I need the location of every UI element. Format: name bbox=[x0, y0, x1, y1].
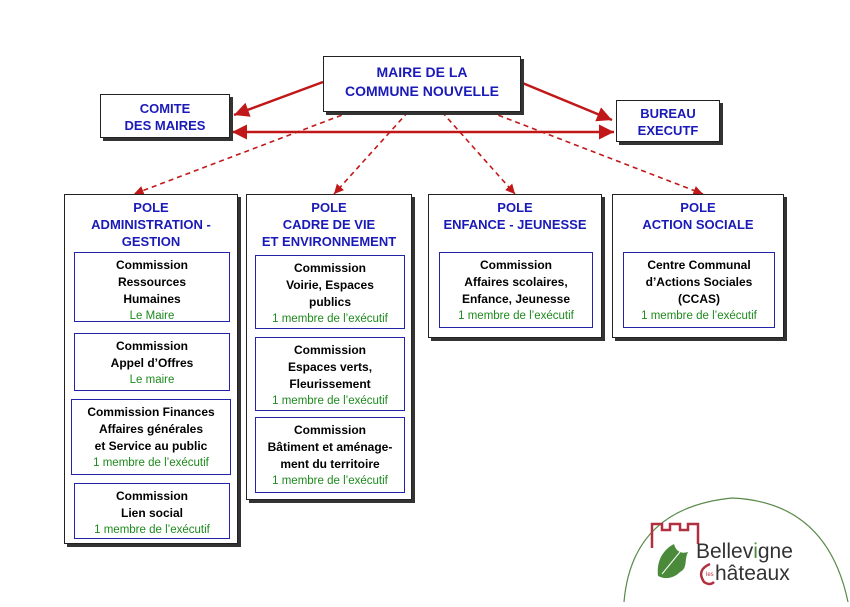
maire-line1: MAIRE DE LA bbox=[376, 64, 468, 80]
pole-action-sociale: POLE ACTION SOCIALE Centre Communal d’Ac… bbox=[612, 194, 784, 338]
commission-batiment: Commission Bâtiment et aménage- ment du … bbox=[255, 417, 405, 493]
bureau-line1: BUREAU bbox=[640, 106, 696, 121]
commission-text: Commission bbox=[115, 258, 188, 272]
pole-title-line: CADRE DE VIE bbox=[282, 217, 376, 232]
commission-ccas: Centre Communal d’Actions Sociales (CCAS… bbox=[623, 252, 775, 328]
logo-name-small: les bbox=[706, 572, 714, 578]
commission-text: Commission Finances bbox=[87, 405, 215, 419]
pole-cadre-de-vie: POLE CADRE DE VIE ET ENVIRONNEMENT Commi… bbox=[246, 194, 412, 500]
bureau-box: BUREAU EXECUTF bbox=[616, 100, 720, 142]
commission-finances: Commission Finances Affaires générales e… bbox=[71, 399, 231, 475]
arrow-maire-to-bureau bbox=[519, 80, 613, 122]
commission-member: Le maire bbox=[129, 374, 175, 386]
commission-member: 1 membre de l’exécutif bbox=[94, 524, 210, 536]
commission-text: Commission bbox=[479, 258, 552, 272]
commission-text: Espaces verts, bbox=[287, 360, 373, 374]
arrow-maire-to-comite bbox=[233, 80, 324, 117]
pole-title-line: POLE bbox=[133, 200, 169, 215]
commission-espaces-verts: Commission Espaces verts, Fleurissement … bbox=[255, 337, 405, 411]
commission-text: et Service au public bbox=[94, 439, 208, 453]
commission-member: 1 membre de l’exécutif bbox=[93, 457, 209, 469]
comite-line2: DES MAIRES bbox=[124, 118, 206, 133]
pole-title-line: ENFANCE - JEUNESSE bbox=[443, 217, 587, 232]
commission-text: Commission bbox=[293, 261, 366, 275]
pole-title-line: ADMINISTRATION - bbox=[91, 217, 211, 232]
commission-member: 1 membre de l’exécutif bbox=[272, 475, 388, 487]
commission-lien-social: Commission Lien social 1 membre de l’exé… bbox=[74, 483, 230, 539]
logo-graphic: Bellevigne les hâteaux bbox=[623, 497, 849, 603]
commission-text: Commission bbox=[293, 343, 366, 357]
commission-text: Fleurissement bbox=[289, 377, 371, 391]
commission-text: publics bbox=[308, 295, 351, 309]
commission-text: Centre Communal bbox=[647, 258, 751, 272]
logo-name1: Bellevigne bbox=[696, 540, 793, 563]
commission-appel-offres: Commission Appel d’Offres Le maire bbox=[74, 333, 230, 391]
commission-text: Lien social bbox=[120, 506, 184, 520]
commission-text: Commission bbox=[115, 489, 188, 503]
bureau-line2: EXECUTF bbox=[637, 123, 699, 138]
arrow-maire-to-pole-admin bbox=[133, 111, 351, 196]
commission-text: Ressources bbox=[117, 275, 187, 289]
pole-enfance-jeunesse: POLE ENFANCE - JEUNESSE Commission Affai… bbox=[428, 194, 602, 338]
pole-title-line: POLE bbox=[311, 200, 347, 215]
maire-line2: COMMUNE NOUVELLE bbox=[345, 83, 499, 99]
commission-voirie: Commission Voirie, Espaces publics 1 mem… bbox=[255, 255, 405, 329]
commission-member: 1 membre de l’exécutif bbox=[272, 313, 388, 325]
commission-text: Voirie, Espaces bbox=[286, 278, 374, 292]
pole-title-line: ET ENVIRONNEMENT bbox=[261, 234, 397, 249]
pole-title-line: GESTION bbox=[121, 234, 181, 249]
commission-text: d’Actions Sociales bbox=[645, 275, 753, 289]
logo-name2: hâteaux bbox=[715, 562, 790, 585]
commission-text: Appel d’Offres bbox=[110, 356, 194, 370]
commission-text: Enfance, Jeunesse bbox=[461, 292, 571, 306]
arrow-maire-to-pole-enfance bbox=[441, 111, 516, 195]
comite-line1: COMITE bbox=[139, 101, 191, 116]
arrow-maire-to-pole-social bbox=[489, 111, 704, 196]
commission-text: Affaires générales bbox=[98, 422, 204, 436]
maire-box: MAIRE DE LA COMMUNE NOUVELLE bbox=[323, 56, 521, 112]
pole-title-line: ACTION SOCIALE bbox=[642, 217, 754, 232]
pole-title-line: POLE bbox=[680, 200, 716, 215]
pole-administration: POLE ADMINISTRATION - GESTION Commission… bbox=[64, 194, 238, 544]
commission-text: Bâtiment et aménage- bbox=[267, 440, 393, 454]
commission-member: Le Maire bbox=[129, 310, 175, 322]
commission-text: Commission bbox=[115, 339, 188, 353]
arrow-maire-to-pole-cadre bbox=[333, 111, 409, 195]
commission-text: Affaires scolaires, bbox=[464, 275, 568, 289]
commission-member: 1 membre de l’exécutif bbox=[641, 310, 757, 322]
commission-text: (CCAS) bbox=[678, 292, 720, 306]
commission-text: ment du territoire bbox=[280, 457, 380, 471]
commission-affaires-scolaires: Commission Affaires scolaires, Enfance, … bbox=[439, 252, 593, 328]
commission-text: Commission bbox=[293, 423, 366, 437]
commission-ressources-humaines: Commission Ressources Humaines Le Maire bbox=[74, 252, 230, 322]
commission-text: Humaines bbox=[123, 292, 181, 306]
pole-title-line: POLE bbox=[497, 200, 533, 215]
commission-member: 1 membre de l’exécutif bbox=[272, 395, 388, 407]
bellevigne-logo: Bellevigne les hâteaux bbox=[622, 488, 850, 603]
comite-box: COMITE DES MAIRES bbox=[100, 94, 230, 138]
commission-member: 1 membre de l’exécutif bbox=[458, 310, 574, 322]
